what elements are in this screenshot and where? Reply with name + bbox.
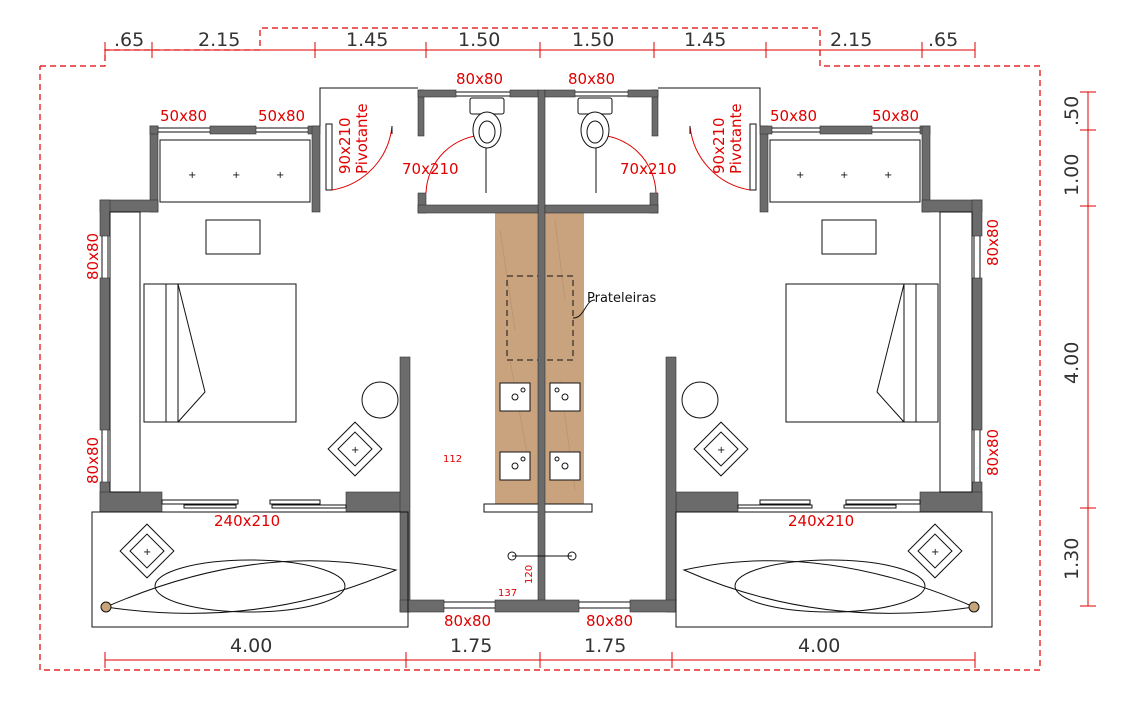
door-pivot-left-label: 90x210	[336, 117, 354, 174]
window-side-left-bottom-label: 80x80	[84, 437, 102, 484]
armchair-right	[693, 421, 749, 477]
shelves-label: Prateleiras	[587, 291, 657, 306]
dim-top-7: 2.15	[830, 29, 872, 51]
svg-text:+: +	[143, 547, 151, 558]
dim-right-1: .50	[1061, 96, 1083, 126]
window-side-right-top-label: 80x80	[984, 219, 1002, 266]
window-closet-right-b-label: 50x80	[872, 107, 919, 125]
cooktop-right-2	[549, 451, 581, 481]
dim-top-1: .65	[114, 29, 144, 51]
cooktop-right-1	[549, 382, 581, 412]
room-outlines	[91, 87, 993, 628]
dim-top-2: 2.15	[198, 29, 240, 51]
dim-bottom-2: 1.75	[450, 635, 492, 657]
window-bottom-right-label: 80x80	[586, 612, 633, 630]
window-wc-right-label: 80x80	[568, 70, 615, 88]
chair-marks: + + + +	[143, 445, 939, 558]
svg-text:+: +	[884, 170, 892, 181]
svg-text:+: +	[351, 445, 359, 456]
svg-text:+: +	[840, 170, 848, 181]
shelves-leader	[572, 299, 596, 319]
armchair-balcony-left	[119, 523, 175, 579]
door-pivot-left-word: Pivotante	[353, 103, 371, 174]
bed-right	[785, 283, 939, 423]
dim-top-4: 1.50	[458, 29, 500, 51]
dim-right-3: 4.00	[1061, 342, 1083, 384]
dim-bottom-1: 4.00	[230, 635, 272, 657]
svg-text:+: +	[796, 170, 804, 181]
lamp-right	[968, 601, 980, 613]
window-closet-left-b-label: 50x80	[258, 107, 305, 125]
dim-top-6: 1.45	[684, 29, 726, 51]
dim-top-5: 1.50	[572, 29, 614, 51]
closet-hangers: + + + + + +	[188, 170, 892, 181]
window-side-right-bottom-label: 80x80	[984, 429, 1002, 476]
slider-left-label: 240x210	[214, 512, 280, 530]
cooktop-left-1	[499, 382, 531, 412]
cooktop-left-2	[499, 451, 531, 481]
window-closet-right-a-label: 50x80	[770, 107, 817, 125]
dimension-lines	[104, 42, 1096, 668]
armchair-left	[327, 421, 383, 477]
window-side-left-top-label: 80x80	[84, 233, 102, 280]
counter-height-label: 112	[443, 454, 462, 465]
walls	[99, 89, 983, 613]
furniture	[205, 219, 877, 419]
window-bottom-left-label: 80x80	[444, 612, 491, 630]
slider-right-label: 240x210	[788, 512, 854, 530]
svg-text:+: +	[232, 170, 240, 181]
dim-top-8: .65	[928, 29, 958, 51]
dim-right-4: 1.30	[1061, 538, 1083, 580]
dim-bottom-4: 4.00	[798, 635, 840, 657]
window-closet-left-a-label: 50x80	[160, 107, 207, 125]
door-pivot-right-label: 90x210	[710, 117, 728, 174]
door-pivot-right-word: Pivotante	[727, 103, 745, 174]
door-wc-right-label: 70x210	[620, 160, 677, 178]
lamp-left	[100, 601, 112, 613]
bed-left	[143, 283, 297, 423]
level-marker	[507, 551, 577, 561]
level-b-label: 137	[498, 588, 517, 599]
dim-right-2: 1.00	[1061, 154, 1083, 196]
hammock-left	[105, 559, 398, 614]
toilet-right	[577, 97, 613, 149]
dim-bottom-3: 1.75	[584, 635, 626, 657]
toilet-left	[469, 97, 505, 149]
svg-text:+: +	[188, 170, 196, 181]
hammock-right	[682, 559, 975, 614]
svg-text:+: +	[931, 547, 939, 558]
dim-top-3: 1.45	[346, 29, 388, 51]
svg-text:+: +	[276, 170, 284, 181]
armchair-balcony-right	[907, 523, 963, 579]
level-a-label: 120	[524, 565, 535, 584]
svg-text:+: +	[717, 445, 725, 456]
door-wc-left-label: 70x210	[402, 160, 459, 178]
window-wc-left-label: 80x80	[456, 70, 503, 88]
